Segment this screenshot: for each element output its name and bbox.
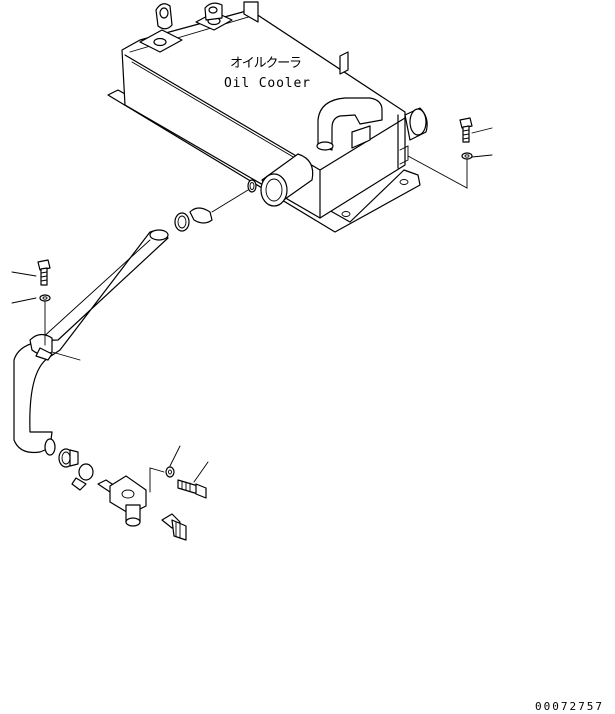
leader-fitting-bolt [193, 461, 209, 483]
lifting-eye-right [195, 2, 233, 31]
outlet-elbow-pipe [316, 97, 383, 151]
hose-clamp-lower-2 [71, 463, 94, 491]
hose-clamp-upper [174, 207, 213, 232]
assembly-line-lower [149, 467, 165, 493]
o-ring [247, 179, 257, 193]
drain-plug [161, 513, 187, 541]
outlet-fitting [97, 475, 147, 527]
assembly-line-upper [211, 189, 249, 213]
hose-clamp-lower-1 [58, 448, 79, 468]
right-port [404, 107, 428, 141]
clip-bolt [37, 259, 51, 286]
cooler-label-jp: オイルクーラ [230, 56, 302, 71]
top-fitting [243, 1, 259, 23]
assembly-line-right [407, 155, 468, 189]
lifting-eye-left [139, 3, 183, 53]
leader-fitting-washer [169, 445, 181, 467]
leader-clip-washer [11, 297, 37, 304]
clip-washer [39, 294, 51, 302]
drawing-number: 00072757 [535, 700, 604, 713]
fitting-washer [165, 466, 175, 478]
leader-clip-bolt [11, 271, 37, 277]
oil-cooler-assembly: オイルクーラ Oil Cooler [107, 1, 428, 233]
fitting-bolt [177, 479, 207, 499]
cooler-label-en: Oil Cooler [224, 76, 310, 91]
inlet-port [260, 153, 314, 207]
mount-bolt-right [459, 117, 473, 143]
leader-hose-clip [51, 351, 81, 361]
side-tab [339, 51, 349, 75]
leader-right-bolt [471, 127, 493, 134]
leader-right-washer [471, 154, 493, 158]
washer-right [461, 152, 473, 160]
